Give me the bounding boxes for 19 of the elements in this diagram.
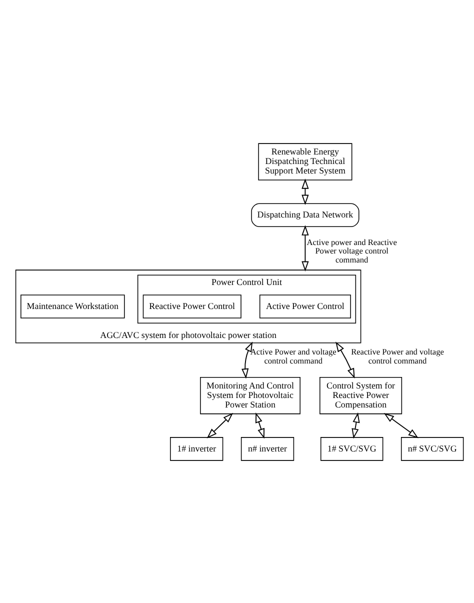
node-box: 1# SVC/SVG	[320, 436, 384, 460]
node-box: Dispatching Data Network	[251, 202, 360, 226]
node-box: Reactive Power Control	[142, 294, 242, 318]
node-box: n# inverter	[240, 436, 294, 460]
arrow	[352, 412, 360, 438]
arrow	[302, 224, 309, 271]
node-box: Active Power Control	[259, 294, 351, 318]
node-box: Monitoring And Control System for Photovoltaic Power Station	[200, 376, 300, 414]
node-box: 1# inverter	[170, 436, 224, 460]
node-box: Renewable Energy Dispatching Technical Support Meter System	[258, 142, 352, 180]
arrow	[206, 412, 234, 438]
arrow	[255, 412, 265, 438]
arrow	[336, 341, 355, 378]
arrow	[384, 412, 418, 438]
node-box: n# SVC/SVG	[400, 436, 464, 460]
arrow	[302, 178, 309, 204]
arrow	[242, 341, 253, 378]
node-box: Maintenance Workstation	[20, 294, 125, 318]
node-box: Control System for Reactive Power Compensation	[320, 376, 402, 414]
